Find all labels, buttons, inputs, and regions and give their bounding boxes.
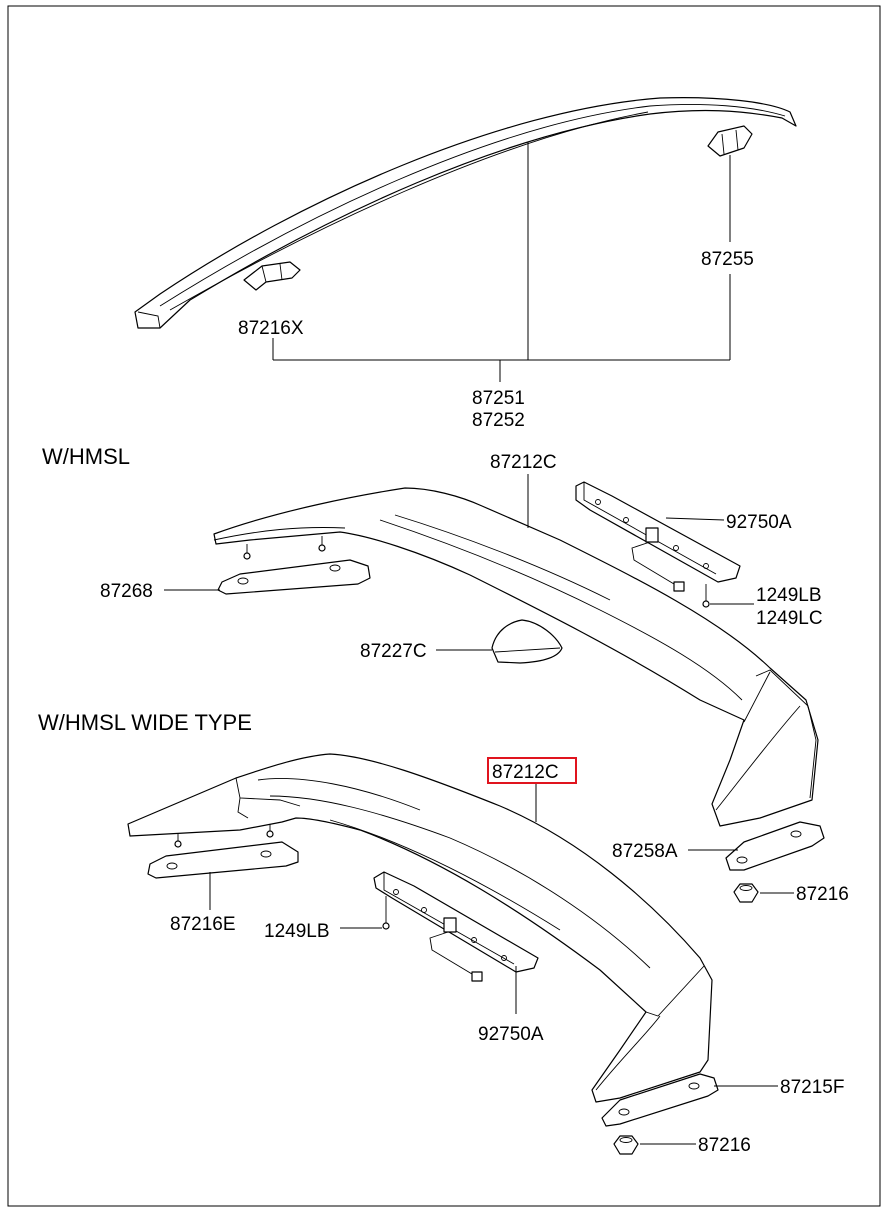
pad-87216E [147, 841, 299, 879]
pad-87215F [601, 1073, 719, 1127]
screw-1249LB-wide [382, 896, 390, 930]
label-92750A-wide: 92750A [478, 1024, 544, 1045]
wide-studs [174, 824, 274, 848]
lamp-92750A-wide [373, 871, 539, 982]
label-87212C-hmsl: 87212C [490, 452, 557, 473]
diagram-frame [7, 5, 881, 1207]
section-title-hmsl: W/HMSL [42, 444, 130, 469]
roof-molding [134, 97, 797, 329]
spoiler-wide [127, 753, 713, 1103]
label-87216-bottom: 87216 [698, 1135, 751, 1156]
label-1249LC: 1249LC [756, 608, 823, 629]
nut-87216-mid [733, 883, 759, 903]
label-87212C-wide: 87212C [492, 762, 559, 783]
lamp-92750A-hmsl [575, 481, 741, 592]
nut-87216-bottom [613, 1135, 639, 1155]
spoiler-hmsl [213, 487, 819, 827]
pad-87268 [217, 559, 371, 595]
label-87216X: 87216X [238, 318, 304, 339]
label-87251: 87251 [472, 388, 525, 409]
highlight-box-87212C [487, 757, 577, 784]
label-87252: 87252 [472, 410, 525, 431]
pad-87258A [725, 821, 825, 871]
molding-clip-right [707, 125, 753, 157]
label-87268: 87268 [100, 581, 153, 602]
hmsl-studs [243, 536, 326, 560]
label-87216-mid: 87216 [796, 884, 849, 905]
label-87258A: 87258A [612, 841, 678, 862]
label-87255: 87255 [701, 249, 754, 270]
screw-1249LB-hmsl [702, 584, 710, 608]
label-92750A-hmsl: 92750A [726, 512, 792, 533]
cover-87227C [491, 619, 563, 664]
label-1249LB-wide: 1249LB [264, 921, 330, 942]
label-1249LB-hmsl: 1249LB [756, 585, 822, 606]
label-87227C: 87227C [360, 641, 427, 662]
molding-clip-left [243, 261, 301, 291]
section-title-wide: W/HMSL WIDE TYPE [38, 710, 252, 735]
label-87215F: 87215F [780, 1077, 844, 1098]
label-87216E: 87216E [170, 914, 236, 935]
